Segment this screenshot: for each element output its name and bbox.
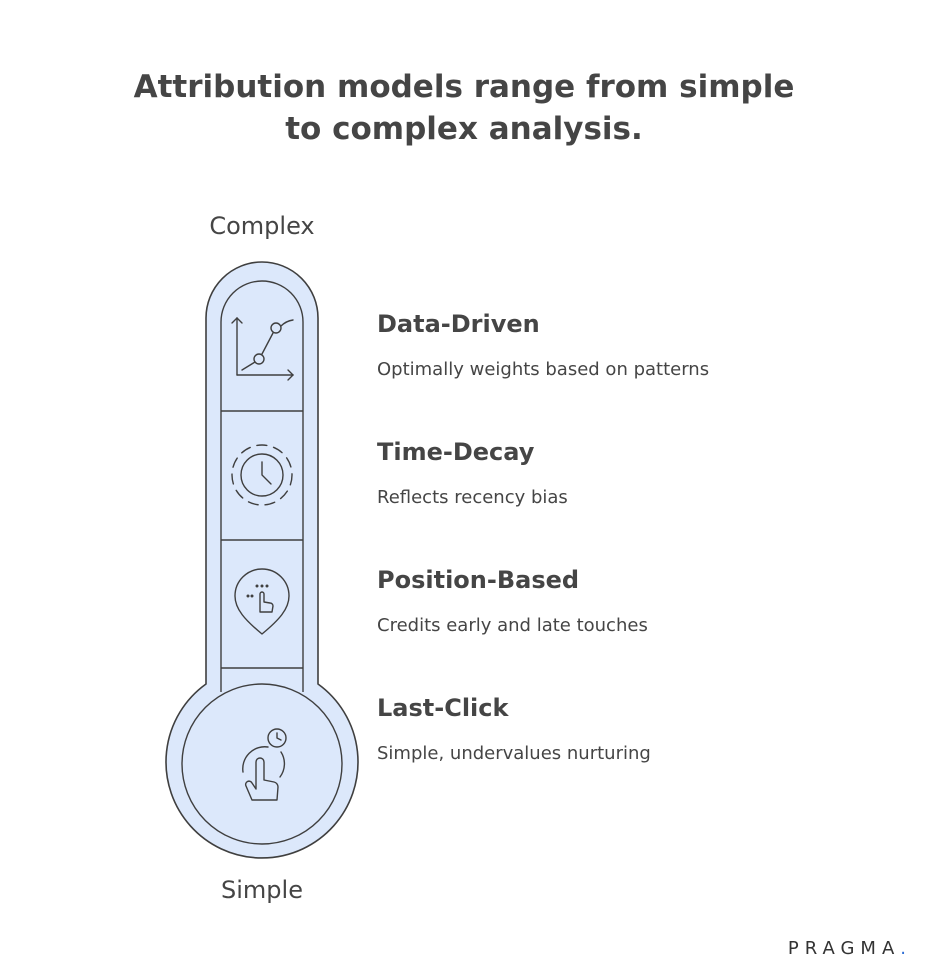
title-line-2: to complex analysis. [285,111,643,147]
clock-icon [231,444,293,506]
page-title: Attribution models range from simple to … [0,66,928,150]
thermometer-tube [220,280,304,692]
scale-top-label: Complex [209,212,315,240]
thermometer-bulb [181,683,343,845]
item-name-position-based: Position-Based [377,566,580,594]
item-desc-time-decay: Reflects recency bias [377,487,568,508]
location-pin-tap-icon [234,568,290,635]
item-desc-position-based: Credits early and late touches [377,615,648,636]
brand-dot: . [900,938,906,959]
line-chart-icon [231,317,294,381]
item-desc-last-click: Simple, undervalues nurturing [377,743,651,764]
item-desc-data-driven: Optimally weights based on patterns [377,359,710,380]
item-name-last-click: Last-Click [377,694,509,722]
title-line-1: Attribution models range from simple [133,69,795,105]
brand-name: PRAGMA [787,938,901,959]
brand-logo: PRAGMA. [788,938,906,959]
scale-bottom-label: Simple [221,876,303,904]
item-name-time-decay: Time-Decay [377,438,535,466]
item-name-data-driven: Data-Driven [377,310,540,338]
hand-click-timer-icon [242,728,287,801]
